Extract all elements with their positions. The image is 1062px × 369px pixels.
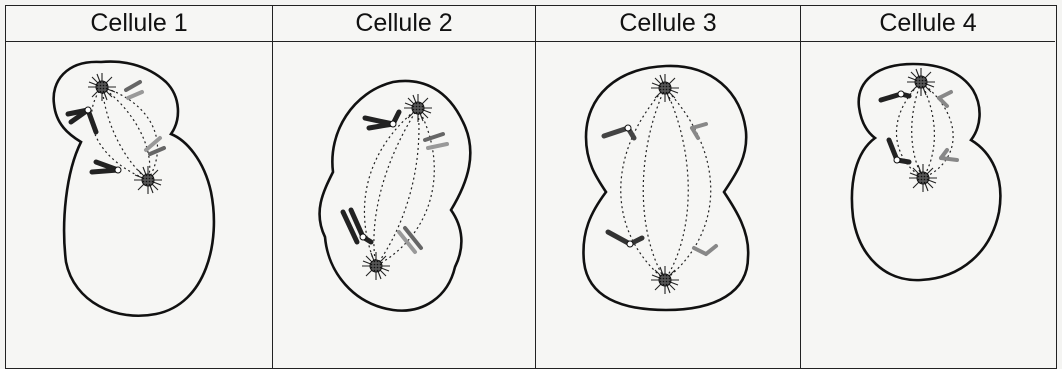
centrosome-icon xyxy=(907,68,935,96)
chromosome-icon xyxy=(365,112,399,128)
chromosome-icon xyxy=(146,138,164,154)
cell-3-drawing xyxy=(536,42,800,368)
column-cellule-4: Cellule 4 xyxy=(800,6,1055,368)
centrosome-icon xyxy=(404,94,432,122)
chromosome-icon xyxy=(939,92,951,106)
centrosome-icon xyxy=(909,164,937,192)
chromosome-icon xyxy=(604,125,634,138)
column-cellule-1: Cellule 1 xyxy=(6,6,272,368)
chromosome-icon xyxy=(694,246,716,254)
column-cellule-3: Cellule 3 xyxy=(535,6,800,368)
cell-1-drawing xyxy=(6,42,272,368)
column-cellule-2: Cellule 2 xyxy=(272,6,535,368)
chromosome-icon xyxy=(399,228,421,252)
header-cellule-1: Cellule 1 xyxy=(6,6,272,42)
chromosome-icon xyxy=(608,232,642,247)
centrosome-icon xyxy=(134,166,162,194)
cell-2-drawing xyxy=(273,42,535,368)
centrosome-icon xyxy=(88,73,116,101)
chromosome-icon xyxy=(92,162,121,173)
header-cellule-4: Cellule 4 xyxy=(801,6,1055,42)
cell-4-drawing xyxy=(801,42,1055,368)
chromosome-icon xyxy=(343,210,371,242)
chromosome-icon xyxy=(425,134,447,148)
chromosome-icon xyxy=(692,124,706,138)
chromosome-icon xyxy=(889,140,909,163)
cell-1-membrane xyxy=(54,62,214,316)
chromosome-icon xyxy=(881,91,909,100)
centrosome-icon xyxy=(651,266,679,294)
chromosome-icon xyxy=(941,150,957,160)
cell-table: Cellule 1 xyxy=(5,5,1057,369)
cell-3-membrane xyxy=(583,66,748,310)
centrosome-icon xyxy=(651,74,679,102)
cell-4-membrane xyxy=(852,64,1000,280)
header-cellule-2: Cellule 2 xyxy=(273,6,535,42)
chromosome-icon xyxy=(126,82,142,98)
centrosome-icon xyxy=(362,252,390,280)
header-cellule-3: Cellule 3 xyxy=(536,6,800,42)
